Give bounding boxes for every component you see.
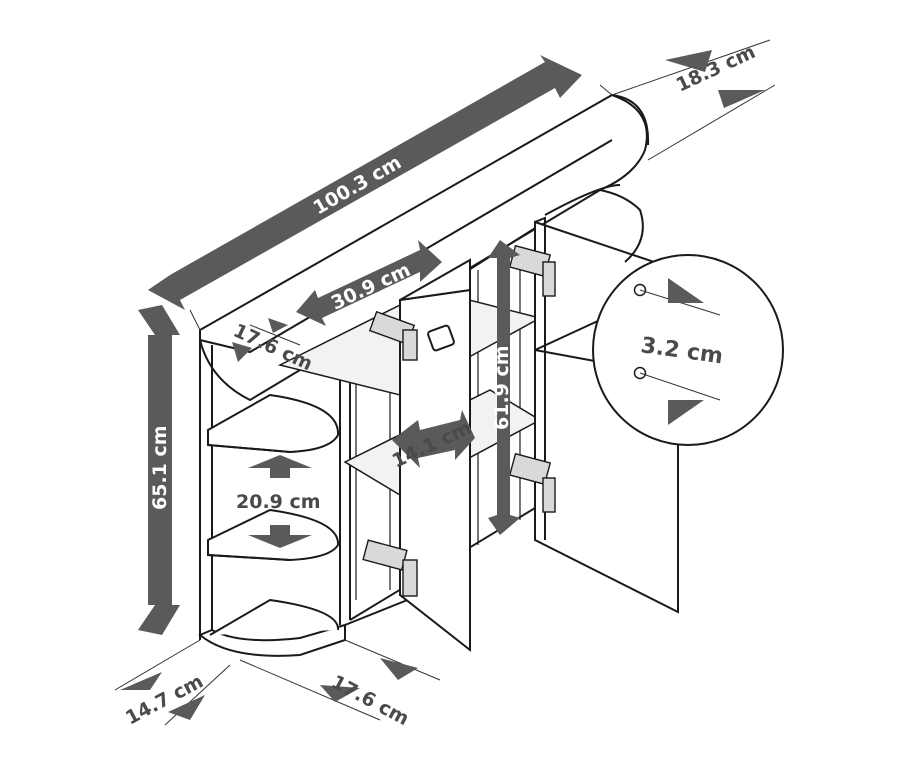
arrow-up-shelf-icon <box>248 455 312 478</box>
depth-top-label: 18.3 cm <box>673 41 759 97</box>
hinge-bottom-left <box>362 539 418 597</box>
arrow-down-shelf-icon <box>248 525 312 548</box>
height-label: 65.1 cm <box>149 425 171 510</box>
shelf-spacing-label: 20.9 cm <box>236 491 321 513</box>
hinge-top-left <box>368 310 418 361</box>
cabinet-body <box>198 93 679 657</box>
dim-inner-height: 61.9 cm <box>488 240 520 535</box>
arrow-up-icon <box>668 278 704 303</box>
hinge-bottom-right <box>508 452 556 513</box>
arrow-down-icon <box>668 400 704 425</box>
dim-shelf-spacing: 20.9 cm <box>236 455 321 548</box>
base-depth-left-label: 14.7 cm <box>122 670 207 729</box>
total-width-label: 100.3 cm <box>310 151 406 219</box>
dim-height: 65.1 cm <box>138 305 180 635</box>
hole-spacing-magnifier: 3.2 cm <box>534 254 784 446</box>
base-depth-right-label: 17.6 cm <box>328 671 413 730</box>
hinge-top-right <box>508 244 556 297</box>
dim-base-depth-left: 14.7 cm <box>114 639 231 729</box>
inner-height-label: 61.9 cm <box>491 345 513 430</box>
